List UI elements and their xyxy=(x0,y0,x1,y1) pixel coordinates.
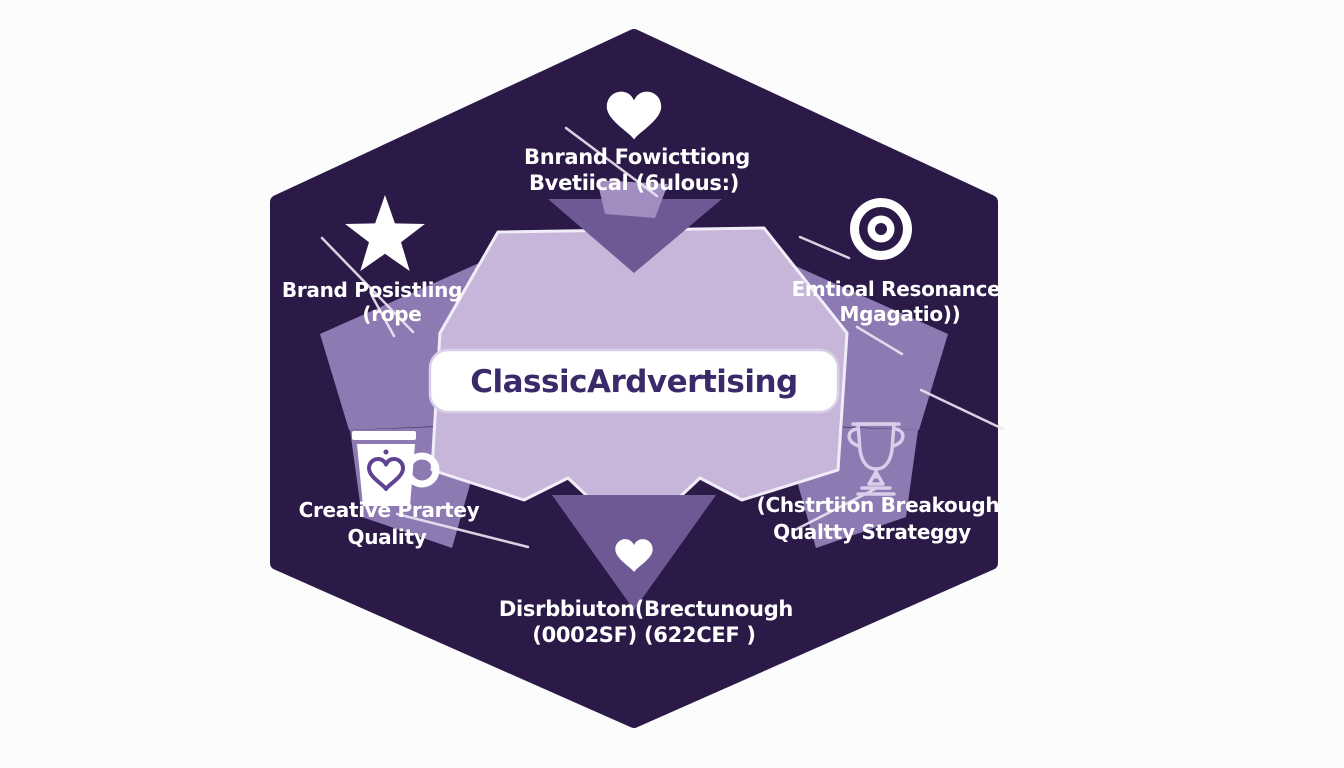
label-upper-right-line1: Emtioal Resonance xyxy=(792,277,1001,301)
top-chevron-arrow xyxy=(548,199,722,273)
label-top-line2: Bvetiical (6ulous:) xyxy=(529,171,739,195)
center-title: ClassicArdvertising xyxy=(470,364,797,400)
label-upper-right-line2: Mgagatio)) xyxy=(840,302,961,326)
center-banner-border xyxy=(428,348,840,414)
trophy-icon xyxy=(847,422,905,496)
mug-icon xyxy=(352,431,440,506)
target-center-dot xyxy=(875,223,887,235)
center-banner xyxy=(430,350,838,412)
label-lower-left-line2: Quality xyxy=(348,525,427,549)
label-lower-right-line2: Qualtty Strateggy xyxy=(773,520,971,544)
outer-hexagon-edge xyxy=(270,29,998,728)
mug-rim xyxy=(352,431,416,440)
label-lower-right-line1: (Chstrtiion Breakough xyxy=(757,493,1000,517)
pointer-line-upper-right xyxy=(798,235,851,260)
label-top-line1: Bnrand Fowicttiong xyxy=(524,145,750,169)
trophy-stem xyxy=(867,467,885,486)
label-lower-left-line1: Creative Prartey xyxy=(299,498,480,522)
label-bottom-line1: Disrbbiuton(Brectunough xyxy=(499,597,793,621)
label-upper-left-line2: (rope xyxy=(362,302,421,326)
mug-dot xyxy=(383,449,389,455)
trophy-base xyxy=(856,486,896,496)
trophy-left-handle xyxy=(847,427,861,448)
pointer-line-upper-left-slash xyxy=(370,294,396,338)
node-labels: Bnrand Fowicttiong Bvetiical (6ulous:) B… xyxy=(282,145,1001,647)
mug-heart-outline xyxy=(367,457,405,491)
pointer-line-top xyxy=(564,126,659,198)
star-icon xyxy=(345,195,425,271)
trophy-right-handle xyxy=(891,427,905,448)
label-upper-left-line1: Brand Posistling xyxy=(282,278,462,302)
target-icon xyxy=(850,198,912,260)
pointer-line-upper-left xyxy=(320,236,415,334)
pointer-line-upper-right-slash xyxy=(855,325,904,356)
pointer-line-right-edge xyxy=(919,388,1005,431)
pointer-line-lower-left xyxy=(395,512,530,549)
label-bottom-line2: (0002SF) (622CEF ) xyxy=(532,623,755,647)
